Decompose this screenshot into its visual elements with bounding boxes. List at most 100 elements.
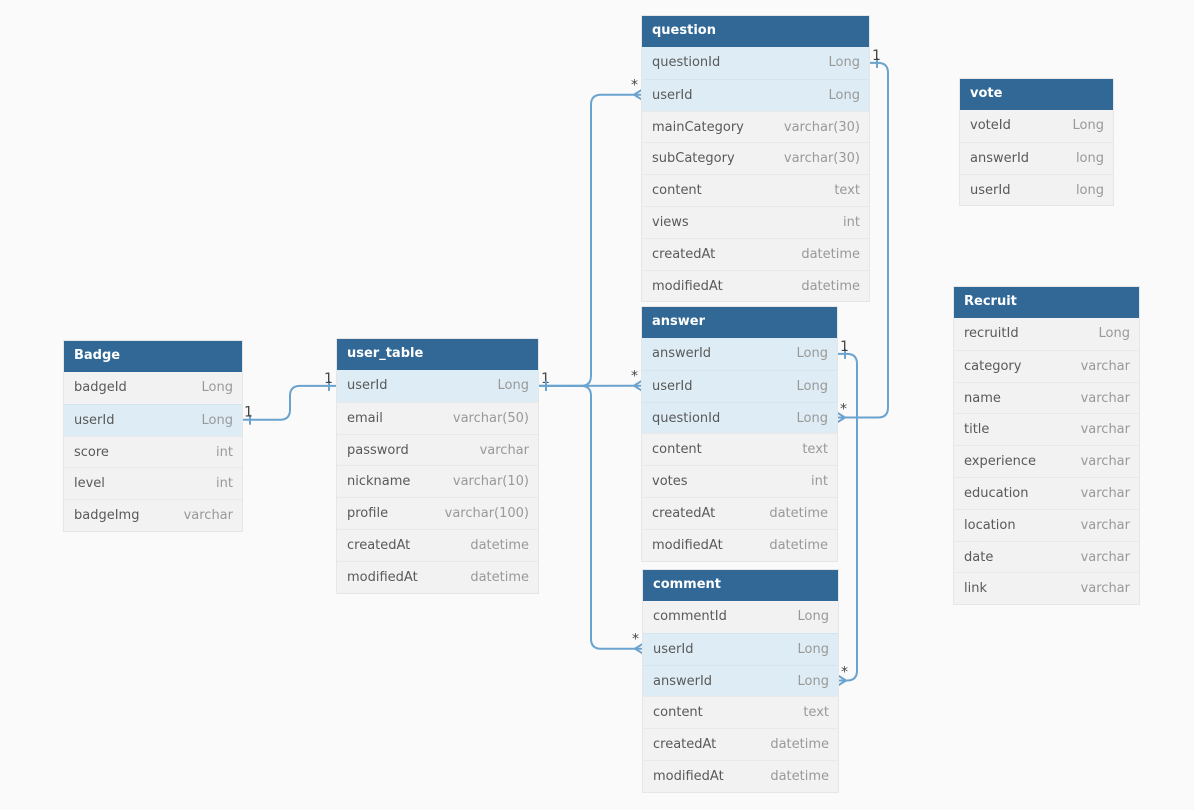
field-type: Long xyxy=(797,609,829,624)
field-row[interactable]: createdAt datetime xyxy=(643,728,838,760)
table-title[interactable]: vote xyxy=(960,79,1113,110)
field-type: int xyxy=(843,214,860,230)
field-row[interactable]: answerId Long xyxy=(643,664,838,697)
relation-user-table-question xyxy=(538,93,642,387)
table-title[interactable]: user_table xyxy=(337,339,538,370)
field-type: datetime xyxy=(770,737,829,753)
field-type: varchar xyxy=(1080,485,1130,501)
field-type: Long xyxy=(1072,118,1104,133)
table-title[interactable]: question xyxy=(642,16,869,47)
field-row[interactable]: education varchar xyxy=(954,476,1139,509)
field-type: Long xyxy=(201,412,233,428)
field-name: location xyxy=(964,517,1016,533)
field-name: userId xyxy=(347,378,388,393)
field-name: profile xyxy=(347,506,389,522)
field-type: text xyxy=(803,705,829,721)
field-type: datetime xyxy=(769,505,828,521)
field-name: answerId xyxy=(653,673,713,689)
field-name: education xyxy=(964,485,1029,501)
table-title[interactable]: comment xyxy=(643,570,838,601)
field-row[interactable]: location varchar xyxy=(954,508,1139,541)
field-type: Long xyxy=(796,346,828,361)
field-type: long xyxy=(1075,150,1104,166)
field-type: varchar xyxy=(183,508,233,524)
field-name: questionId xyxy=(652,410,721,426)
field-name: content xyxy=(652,183,702,199)
field-type: int xyxy=(216,444,233,460)
field-type: Long xyxy=(797,673,829,689)
field-type: datetime xyxy=(801,246,860,262)
field-row[interactable]: commentId Long xyxy=(643,601,838,633)
cardinality-label: 1 xyxy=(244,405,253,421)
field-type: varchar xyxy=(1080,517,1130,533)
field-type: int xyxy=(216,476,233,492)
field-type: datetime xyxy=(470,569,529,585)
field-name: score xyxy=(74,444,109,460)
field-name: password xyxy=(347,442,409,458)
field-row[interactable]: modifiedAt datetime xyxy=(337,560,538,593)
field-row[interactable]: score int xyxy=(64,435,242,468)
field-type: Long xyxy=(797,641,829,657)
field-name: createdAt xyxy=(653,737,717,753)
table-title[interactable]: answer xyxy=(642,307,837,338)
relation-user-table-comment xyxy=(538,384,643,650)
field-type: long xyxy=(1075,182,1104,198)
field-name: commentId xyxy=(653,609,727,624)
field-name: userId xyxy=(74,412,115,428)
field-name: modifiedAt xyxy=(347,569,418,585)
field-row[interactable]: userId Long xyxy=(64,403,242,436)
field-type: Long xyxy=(828,55,860,70)
field-name: name xyxy=(964,390,1001,406)
field-type: datetime xyxy=(470,537,529,553)
table-title[interactable]: Recruit xyxy=(954,287,1139,318)
table-title[interactable]: Badge xyxy=(64,341,242,372)
